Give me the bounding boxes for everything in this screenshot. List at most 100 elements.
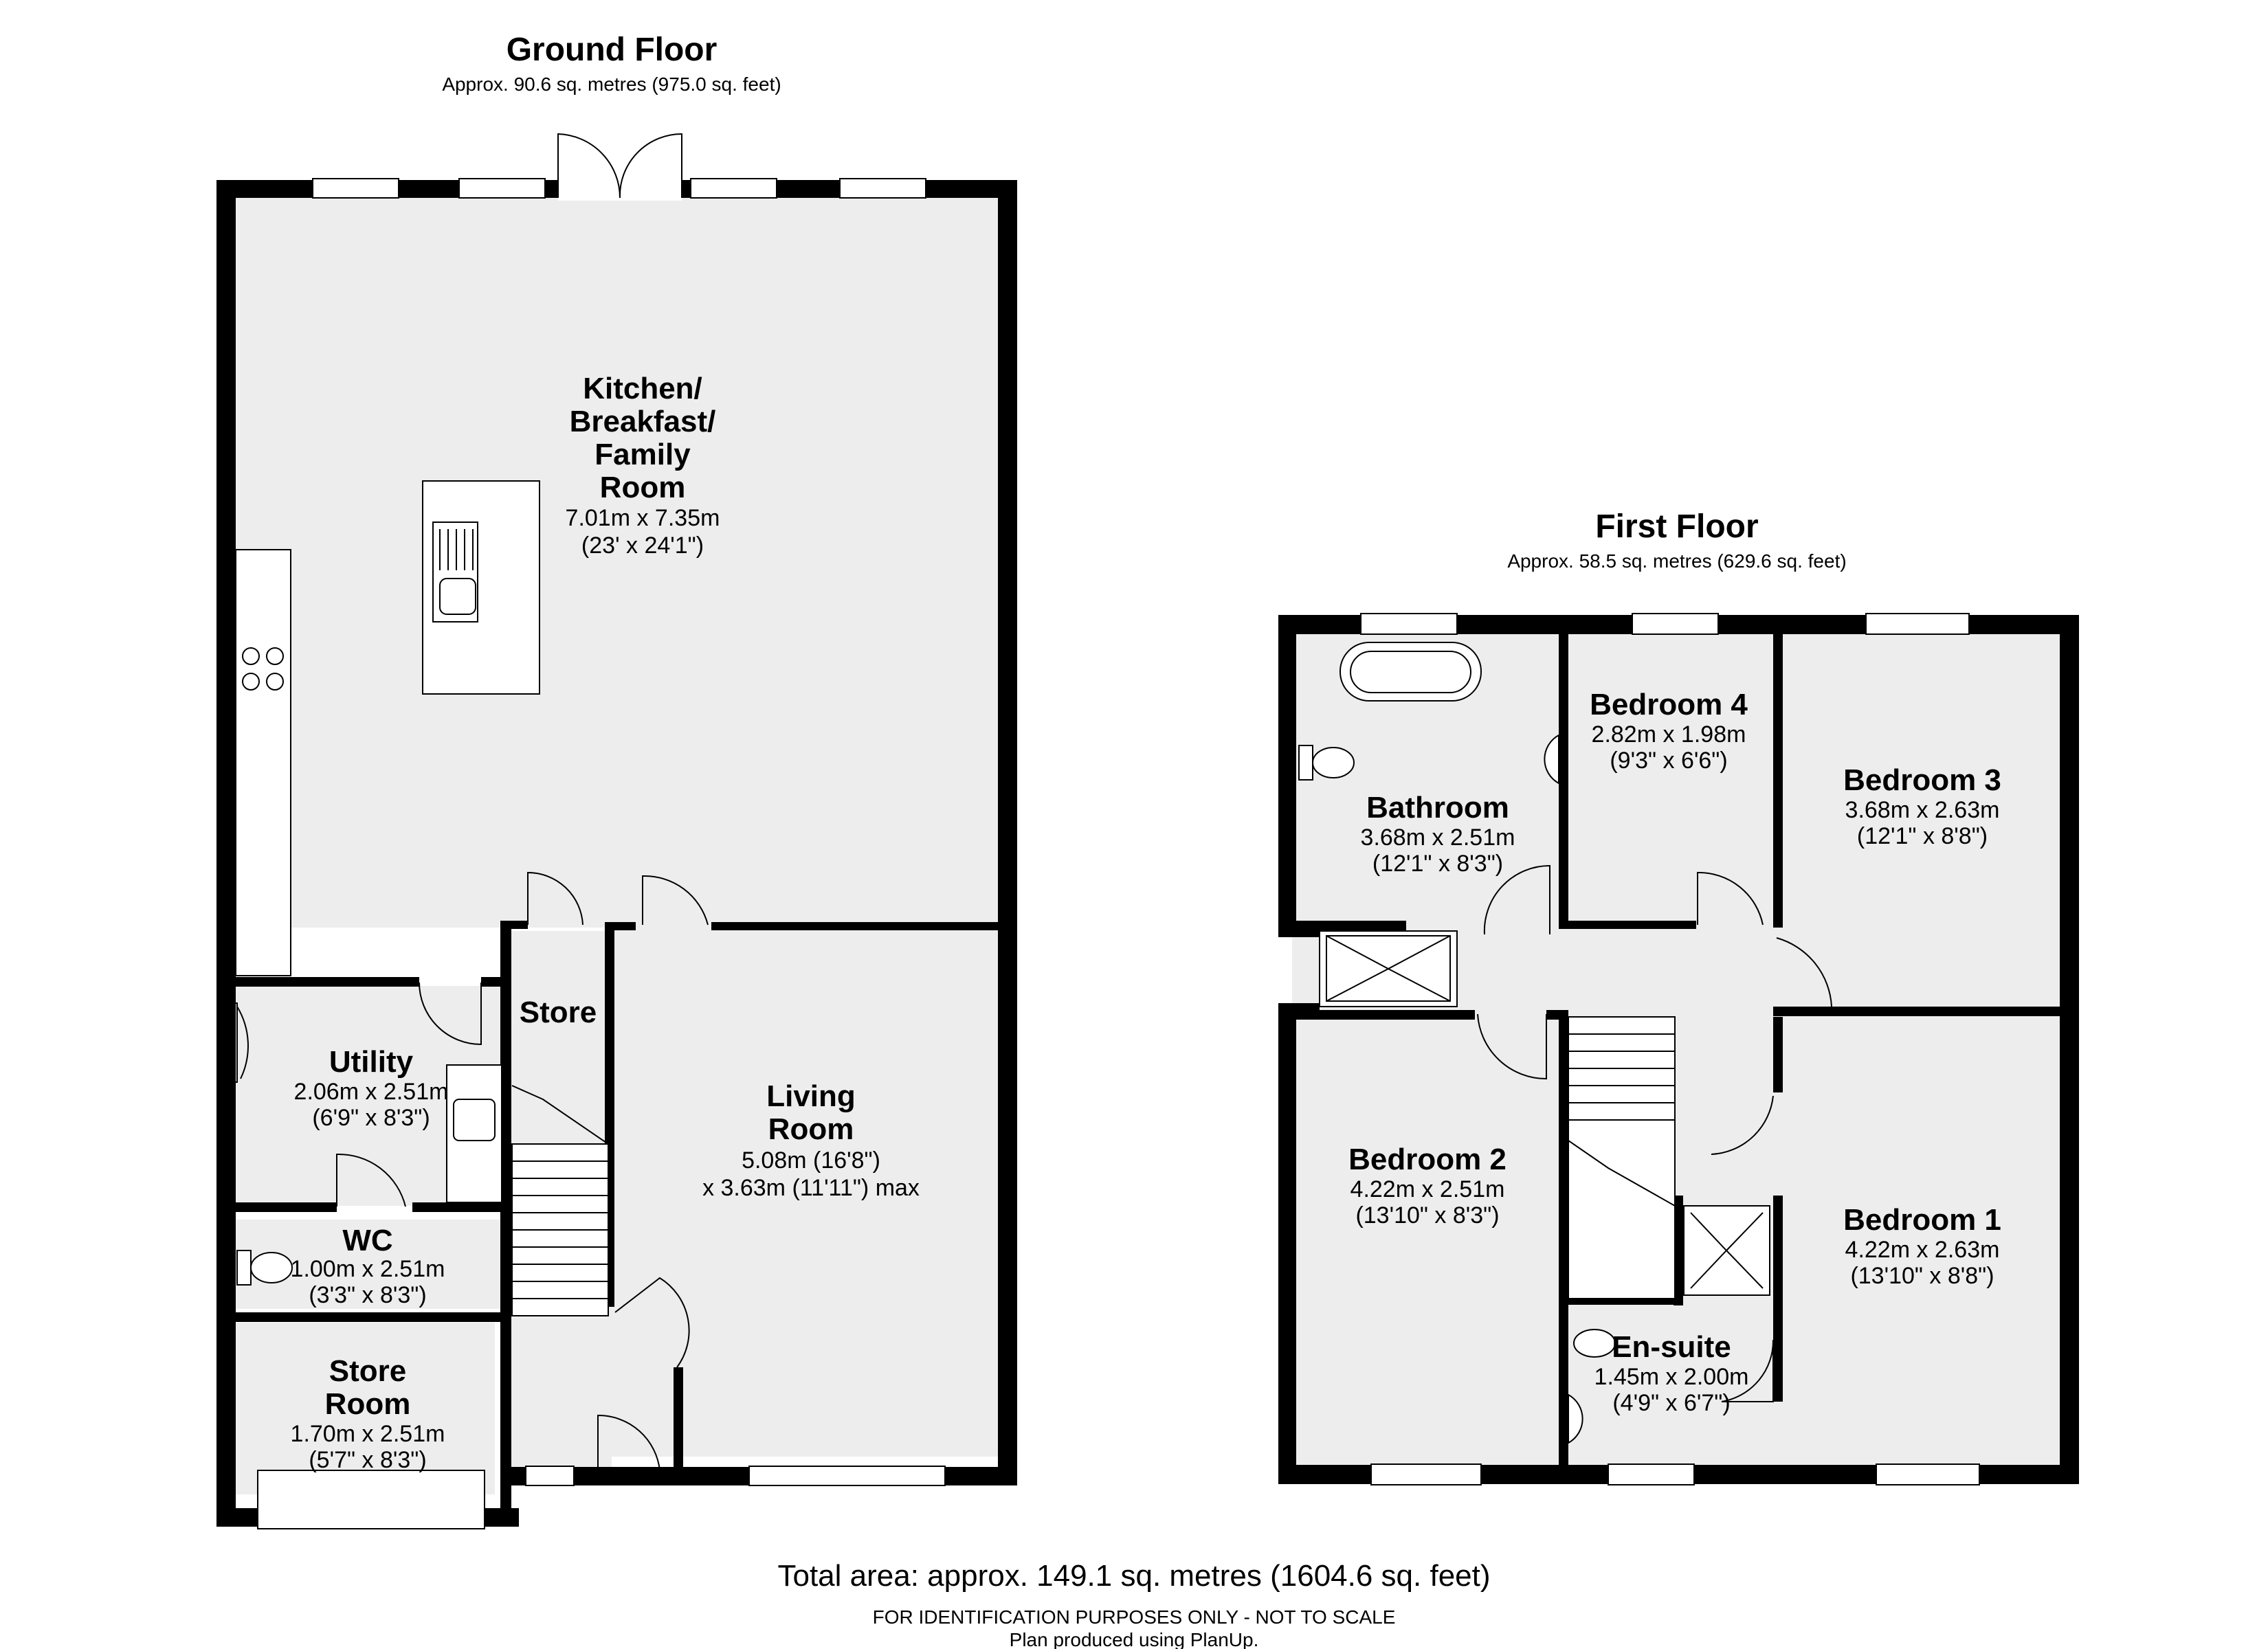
first-floor-plan <box>1278 613 2079 1485</box>
store-room-dimensions-imperial: (5'7" x 8'3") <box>309 1447 426 1473</box>
bedroom4-label: Bedroom 4 2.82m x 1.98m (9'3" x 6'6") <box>1590 688 1748 774</box>
bedroom4-dimensions: 2.82m x 1.98m <box>1592 721 1746 748</box>
stair-treads <box>512 1160 608 1299</box>
living-door <box>642 875 709 926</box>
bedroom1-dimensions-imperial: (13'10" x 8'8") <box>1850 1263 1994 1289</box>
store-room-dimensions: 1.70m x 2.51m <box>291 1421 445 1447</box>
bed1-left-wall-top <box>1773 1017 1783 1092</box>
ensuite-label: En-suite 1.45m x 2.00m (4'9" x 6'7") <box>1594 1330 1749 1416</box>
bathroom-basin <box>1544 734 1559 785</box>
bed4-bed3-wall <box>1773 632 1783 928</box>
bathroom-name: Bathroom <box>1366 791 1509 824</box>
ff-stair-line <box>1568 1140 1676 1207</box>
bedroom2-door <box>1477 1013 1547 1080</box>
bathroom-cistern <box>1298 745 1313 781</box>
kitchen-worktop <box>235 549 291 976</box>
first-floor-title: First Floor <box>1595 508 1758 545</box>
hob-ring <box>266 647 284 665</box>
ensuite-toilet <box>1573 1329 1616 1358</box>
utility-top-wall <box>234 977 419 987</box>
store-name: Store <box>520 996 597 1029</box>
kitchen-label: Kitchen/ Breakfast/ Family Room 7.01m x … <box>566 372 720 559</box>
wc-top-wall-b <box>412 1202 509 1212</box>
bed3-bottom-wall <box>1773 1007 2062 1016</box>
living-room-label: Living Room 5.08m (16'8") x 3.63m (11'11… <box>702 1079 920 1201</box>
utility-side-door <box>236 1006 249 1079</box>
window <box>1876 1463 1980 1485</box>
window <box>1370 1463 1482 1485</box>
kitchen-name-line: Kitchen/ <box>583 372 702 405</box>
bedroom2-dimensions-imperial: (13'10" x 8'3") <box>1355 1202 1499 1229</box>
bedroom4-name: Bedroom 4 <box>1590 688 1748 721</box>
wc-door <box>336 1153 406 1207</box>
bedroom3-dimensions: 3.68m x 2.63m <box>1845 797 2000 823</box>
window <box>1608 1463 1695 1485</box>
disclaimer: FOR IDENTIFICATION PURPOSES ONLY - NOT T… <box>873 1606 1396 1628</box>
ff-left-wall-bottom <box>1278 1010 1296 1484</box>
wc-name: WC <box>342 1224 392 1257</box>
living-top-wall <box>711 922 1000 930</box>
bedroom1-door <box>1711 1095 1774 1155</box>
bedroom1-label: Bedroom 1 4.22m x 2.63m (13'10" x 8'8") <box>1843 1203 2001 1289</box>
bedroom2-name: Bedroom 2 <box>1348 1143 1507 1176</box>
ground-floor-title: Ground Floor <box>507 32 718 68</box>
living-dimensions: 5.08m (16'8") <box>742 1147 880 1174</box>
ensuite-basin <box>1568 1393 1583 1444</box>
wc-dimensions: 1.00m x 2.51m <box>291 1256 445 1282</box>
ff-left-wall-top <box>1278 615 1296 931</box>
shower-lines <box>1326 935 1451 1002</box>
utility-top-wall-b <box>481 977 509 987</box>
ff-stair-treads <box>1568 1033 1675 1121</box>
bed4-bottom-wall <box>1559 921 1696 929</box>
bedroom3-name: Bedroom 3 <box>1843 763 2001 797</box>
kitchen-name-line: Room <box>600 471 686 504</box>
ensuite-name: En-suite <box>1612 1330 1731 1364</box>
store-top-wall <box>500 921 528 929</box>
ground-floor-area: Approx. 90.6 sq. metres (975.0 sq. feet) <box>442 74 781 95</box>
kitchen-dimensions-imperial: (23' x 24'1") <box>581 532 704 559</box>
wc-cistern <box>236 1250 252 1286</box>
living-name-line: Room <box>768 1112 854 1146</box>
window <box>312 178 399 199</box>
gf-store-left-wall <box>500 921 511 1525</box>
kitchen-name-line: Family <box>594 438 691 471</box>
bed1-left-wall <box>1773 1196 1783 1402</box>
bathroom-dimensions-imperial: (12'1" x 8'3") <box>1372 851 1503 877</box>
bathroom-label: Bathroom 3.68m x 2.51m (12'1" x 8'3") <box>1361 791 1515 877</box>
window <box>748 1466 946 1486</box>
bedroom4-dimensions-imperial: (9'3" x 6'6") <box>1610 748 1727 774</box>
store-room-floor <box>234 1323 495 1494</box>
living-left-wall-low <box>674 1367 683 1470</box>
window <box>1632 613 1719 635</box>
bedroom3-label: Bedroom 3 3.68m x 2.63m (12'1" x 8'8") <box>1843 763 2001 849</box>
wc-top-wall <box>234 1202 337 1212</box>
utility-sink <box>453 1099 496 1141</box>
utility-label: Utility 2.06m x 2.51m (6'9" x 8'3") <box>294 1045 449 1131</box>
gf-left-wall <box>216 180 236 1527</box>
window <box>690 178 777 199</box>
front-door <box>597 1414 660 1471</box>
french-door-right <box>619 133 682 199</box>
ensuite-dimensions-imperial: (4'9" x 6'7") <box>1612 1390 1730 1416</box>
french-door-left <box>557 133 621 199</box>
bedroom1-name: Bedroom 1 <box>1843 1203 2001 1237</box>
utility-door <box>419 982 482 1046</box>
total-area: Total area: approx. 149.1 sq. metres (16… <box>777 1559 1490 1593</box>
wc-label: WC 1.00m x 2.51m (3'3" x 8'3") <box>291 1224 445 1308</box>
gf-right-wall <box>998 180 1017 1485</box>
bed2-right-wall <box>1559 1010 1568 1470</box>
store-room-name-line: Room <box>325 1387 411 1421</box>
wc-toilet <box>250 1252 293 1283</box>
bathroom-toilet <box>1312 747 1355 778</box>
bathtub-inner <box>1350 651 1471 693</box>
drainer-ribs <box>439 529 474 570</box>
hall-door <box>614 1277 690 1368</box>
window <box>839 178 926 199</box>
window <box>458 178 546 199</box>
ensuite-door <box>1721 1339 1775 1402</box>
ff-staircase <box>1568 1016 1676 1299</box>
bedroom1-dimensions: 4.22m x 2.63m <box>1845 1237 2000 1263</box>
store-room-door-frame <box>257 1470 485 1529</box>
utility-dimensions-imperial: (6'9" x 8'3") <box>312 1105 430 1131</box>
